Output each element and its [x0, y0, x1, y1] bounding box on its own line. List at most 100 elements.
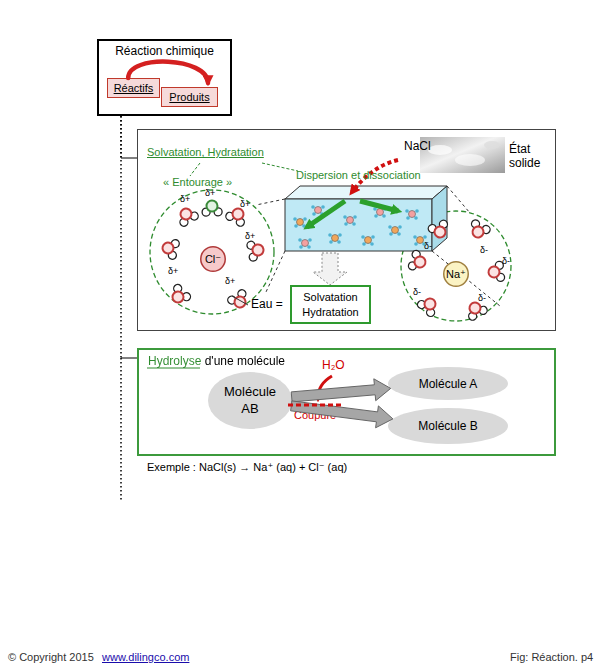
text-label: δ+: [245, 231, 255, 241]
molecule-ellipse: Molécule AB: [208, 372, 292, 429]
node-text: Molécule B: [418, 419, 477, 433]
water-molecule: [246, 239, 265, 262]
dispersion-arrow: [360, 201, 398, 211]
beaker-top: [285, 186, 447, 199]
text-label: δ-: [413, 287, 421, 297]
text-label: NaCl: [404, 140, 431, 154]
tree-line: [120, 358, 122, 502]
ion-dot: [328, 233, 342, 244]
salt-grain: [484, 141, 500, 149]
text-label: Exemple : NaCl(s) → Na⁺ (aq) + Cl⁻ (aq): [147, 461, 347, 474]
text-label: Coupure: [294, 409, 336, 422]
text-label: δ-: [424, 241, 432, 251]
ion-dot: [293, 217, 307, 228]
text-label: δ+: [225, 276, 235, 286]
split-arrow: [291, 401, 393, 428]
connector: [291, 401, 393, 428]
salt-grain: [455, 154, 485, 166]
text-label: © Copyright 2015: [8, 651, 94, 664]
chloride-ion: Cl⁻: [200, 246, 226, 272]
ion-dot: [343, 215, 357, 226]
text-label: δ+: [205, 188, 215, 198]
node-text: Réaction chimique: [99, 44, 230, 58]
solvation-panel: Solvatation, HydratationCl⁻ Na⁺ Solvatatio…: [137, 129, 556, 331]
leader-line: [262, 163, 298, 171]
ion-dot: [298, 238, 312, 249]
tree-branch: [121, 358, 137, 359]
water-molecule: [226, 288, 251, 312]
text-label: δ+: [180, 194, 190, 204]
result-box: Solvatation Hydratation: [290, 285, 371, 324]
zoom-line: [432, 251, 500, 306]
water-molecule: [467, 218, 492, 241]
node-text: Molécule AB: [215, 384, 285, 417]
ellipse-shape: [208, 372, 292, 429]
beaker-front: [285, 199, 432, 251]
text-label: Eau =: [251, 298, 283, 312]
ellipse-shape: [201, 247, 226, 272]
node-text: Na⁺: [446, 268, 466, 281]
connector: [291, 379, 391, 402]
water-molecule: [416, 293, 441, 318]
zoom-line: [256, 199, 285, 205]
water-molecule: [175, 204, 200, 228]
dispersion-arrow: [307, 201, 345, 227]
text-label: δ-: [480, 245, 488, 255]
text-label: δ-: [502, 256, 510, 266]
tree-line: [120, 116, 122, 158]
product-box: Produits: [161, 87, 218, 107]
salt-photo: [420, 137, 505, 173]
beaker-side: [432, 186, 447, 251]
molecule-ellipse: Molécule A: [388, 367, 508, 400]
molecule-ellipse: Molécule B: [388, 408, 508, 444]
text-label: δ+: [168, 266, 178, 276]
hydrolysis-panel: Hydrolyse d'une moléculeMolécule AB Moléc…: [137, 348, 556, 456]
sodium-ion: Na⁺: [443, 261, 469, 287]
zoom-line: [266, 251, 285, 292]
block-arrow: [313, 253, 347, 285]
cut-line: [288, 404, 342, 407]
text-label: État solide: [509, 143, 553, 171]
text-label: « Entourage »: [163, 176, 232, 189]
reactant-box: Réactifs: [107, 78, 160, 98]
ellipse-shape: [444, 262, 469, 287]
tree-line: [120, 116, 122, 358]
text-label: Dispersion et dissociation: [296, 169, 421, 182]
text-label: Fig: Réaction. p4: [510, 651, 593, 664]
water-molecule: [167, 283, 192, 308]
split-arrow: [291, 379, 391, 402]
ellipse-shape: [388, 408, 508, 444]
salt-grain: [428, 145, 452, 155]
leader-line: [190, 163, 200, 176]
zoom-line: [447, 186, 470, 213]
ion-dot: [388, 225, 402, 236]
connector: [121, 116, 137, 358]
water-molecule: [427, 219, 451, 241]
water-arrow: [318, 376, 332, 398]
node-text: Cl⁻: [205, 253, 221, 266]
cluster-outline: [150, 190, 274, 314]
water-molecule: [202, 200, 222, 216]
node-text: Molécule A: [419, 377, 478, 391]
text-label: δ-: [478, 293, 486, 303]
node-text: Hydrolyse d'une molécule: [148, 354, 285, 368]
node-text: Solvatation Hydratation: [292, 290, 369, 319]
water-molecule: [407, 249, 428, 273]
leader-line: [232, 296, 248, 305]
text-label: www.dilingco.com: [102, 651, 189, 664]
node-text: Réactifs: [114, 82, 154, 94]
tree-branch: [121, 158, 137, 159]
ellipse-shape: [388, 367, 508, 400]
connector: [121, 116, 137, 158]
text-label: H₂O: [322, 359, 345, 373]
ion-dot: [361, 235, 375, 246]
text-label: δ+: [240, 199, 250, 209]
node-text: Solvatation, Hydratation: [147, 146, 264, 158]
ion-dot: [405, 209, 419, 220]
water-molecule: [160, 237, 180, 260]
reaction-box: Réaction chimiqueRéactifs Produits: [97, 39, 232, 116]
